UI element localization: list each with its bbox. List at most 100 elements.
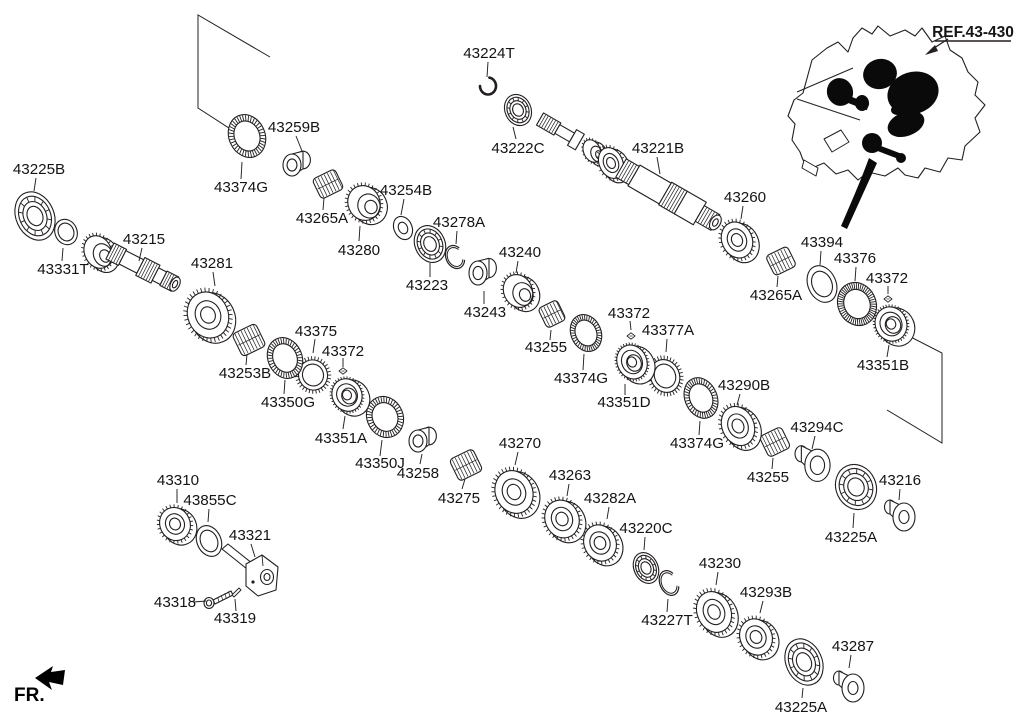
leader-43227T xyxy=(666,598,669,613)
leader-43260 xyxy=(740,205,744,220)
part-43227T xyxy=(658,569,680,597)
part-43294C xyxy=(794,445,831,482)
part-43374G-3 xyxy=(683,377,719,419)
part-43270 xyxy=(491,466,541,519)
part-43282A xyxy=(580,521,624,567)
leader-43215 xyxy=(138,247,143,262)
part-43310 xyxy=(156,504,198,546)
leader-43240 xyxy=(515,260,519,274)
leader-43350J xyxy=(379,439,383,457)
leader-43374G-3 xyxy=(698,420,701,436)
part-43240 xyxy=(500,271,541,313)
part-43350G xyxy=(266,337,304,379)
part-label-43265A-2: 43265A xyxy=(750,287,803,304)
part-43275 xyxy=(449,449,483,481)
part-label-43220C: 43220C xyxy=(619,520,672,537)
leader-43222C xyxy=(512,126,517,140)
part-label-43321: 43321 xyxy=(229,527,271,544)
part-label-43275: 43275 xyxy=(438,490,480,507)
part-43319 xyxy=(231,587,242,598)
bracket-line-1 xyxy=(197,14,271,131)
part-label-43253B: 43253B xyxy=(219,365,271,382)
part-label-43350G: 43350G xyxy=(261,394,315,411)
leader-43281 xyxy=(212,271,216,287)
bracket-line-2 xyxy=(886,332,943,444)
part-43394 xyxy=(806,265,838,303)
part-label-43243: 43243 xyxy=(464,304,506,321)
leader-43377A xyxy=(665,338,668,353)
part-label-43278A: 43278A xyxy=(433,214,486,231)
part-43222C xyxy=(503,93,533,127)
leader-43224T xyxy=(486,61,489,78)
leader-43263 xyxy=(566,483,570,497)
part-label-43270: 43270 xyxy=(499,435,541,452)
leader-43255-2 xyxy=(771,457,774,470)
leader-43372-c xyxy=(629,320,632,331)
group-brackets xyxy=(197,14,943,444)
leader-43376 xyxy=(854,266,857,282)
part-43265A-2 xyxy=(766,246,796,276)
leader-43293B xyxy=(759,600,764,614)
group-parts xyxy=(14,76,916,703)
leader-43216 xyxy=(898,488,901,501)
leader-43318 xyxy=(193,600,207,603)
part-43223 xyxy=(413,225,447,263)
leader-43350G xyxy=(283,379,286,395)
part-43287 xyxy=(832,670,865,703)
leader-43319 xyxy=(234,598,237,612)
leader-43253B xyxy=(245,353,248,366)
part-43350J xyxy=(365,395,405,439)
leader-43258 xyxy=(419,453,423,465)
part-43215 xyxy=(81,232,181,292)
part-label-43258: 43258 xyxy=(397,465,439,482)
part-43225A-b xyxy=(784,638,824,686)
part-label-43377A: 43377A xyxy=(642,322,695,339)
leader-43254B xyxy=(400,198,405,216)
part-43225A-r xyxy=(834,463,878,511)
part-label-43263: 43263 xyxy=(549,467,591,484)
group-leader-lines xyxy=(33,61,901,699)
leader-43259B xyxy=(295,135,303,152)
part-label-43254B: 43254B xyxy=(380,182,432,199)
part-label-43224T: 43224T xyxy=(463,45,515,62)
part-43255-2 xyxy=(759,427,791,457)
part-label-43215: 43215 xyxy=(123,231,165,248)
part-label-43374G-2: 43374G xyxy=(554,370,608,387)
part-43280 xyxy=(344,182,388,226)
part-43351D xyxy=(614,342,656,385)
part-43374G-2 xyxy=(569,314,603,352)
part-label-43287: 43287 xyxy=(832,638,874,655)
leader-43374G-2 xyxy=(582,353,585,371)
part-label-43310: 43310 xyxy=(157,472,199,489)
part-43374G-1 xyxy=(227,114,267,158)
part-43259B xyxy=(282,150,311,177)
part-43225B xyxy=(14,191,56,241)
part-label-43351B: 43351B xyxy=(857,357,909,374)
part-label-43372-l: 43372 xyxy=(322,343,364,360)
leader-43265A-2 xyxy=(776,275,779,288)
part-label-43227T: 43227T xyxy=(641,612,693,629)
part-label-43255-1: 43255 xyxy=(525,339,567,356)
part-43351A xyxy=(329,376,371,417)
part-43258 xyxy=(408,426,437,453)
part-43254B xyxy=(392,215,414,241)
part-label-43293B: 43293B xyxy=(740,584,792,601)
part-label-43372-c: 43372 xyxy=(608,305,650,322)
leader-43394 xyxy=(819,250,822,266)
transaxle-case xyxy=(787,25,986,229)
leader-43282A xyxy=(606,506,610,520)
fr-marker: FR. xyxy=(14,666,65,706)
leader-43375 xyxy=(312,338,316,354)
leader-43225A-r xyxy=(852,512,855,529)
part-43265A-1 xyxy=(312,169,344,199)
leader-43220C xyxy=(643,536,646,551)
part-label-43282A: 43282A xyxy=(584,490,637,507)
part-43253B xyxy=(232,323,266,357)
part-label-43260: 43260 xyxy=(724,189,766,206)
part-label-43331T: 43331T xyxy=(37,261,89,278)
part-43372-l xyxy=(338,367,348,375)
leader-43294C xyxy=(811,435,816,450)
part-label-43225A-r: 43225A xyxy=(825,529,878,546)
